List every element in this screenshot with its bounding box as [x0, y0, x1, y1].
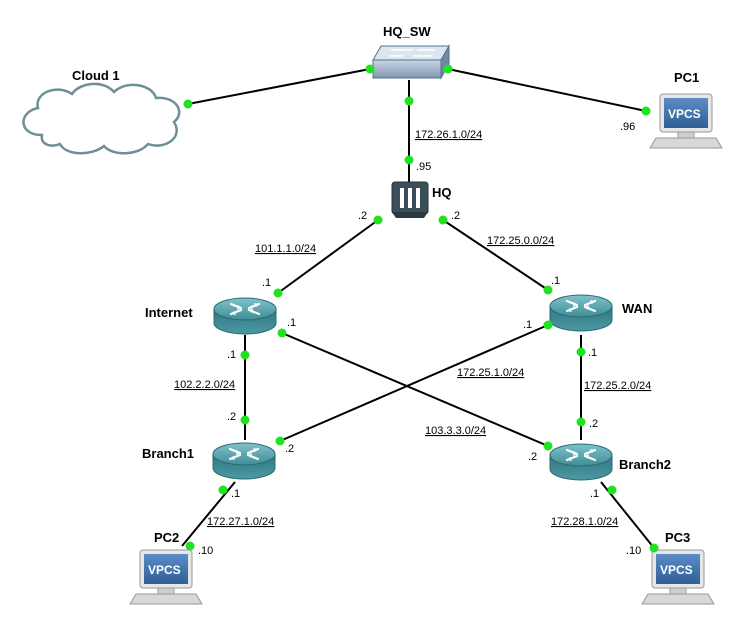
- port-dot: [543, 441, 553, 451]
- subnet-label: 172.25.2.0/24: [584, 380, 651, 392]
- router-icon[interactable]: [548, 442, 614, 482]
- branch1-label: Branch1: [142, 446, 194, 461]
- pc1-label: PC1: [674, 70, 699, 85]
- subnet-label: 103.3.3.0/24: [425, 425, 486, 437]
- port-dot: [185, 541, 195, 551]
- port-dot: [373, 215, 383, 225]
- subnet-label: 172.26.1.0/24: [415, 129, 482, 141]
- port-dot: [240, 415, 250, 425]
- port-dot: [183, 99, 193, 109]
- subnet-label: 172.28.1.0/24: [551, 516, 618, 528]
- ip-label: .1: [287, 317, 296, 329]
- link-internet-branch2: [281, 332, 549, 447]
- wan-label: WAN: [622, 301, 652, 316]
- subnet-label: 102.2.2.0/24: [174, 379, 235, 391]
- port-dot: [607, 485, 617, 495]
- ip-label: .2: [358, 210, 367, 222]
- port-dot: [240, 350, 250, 360]
- cloud1-label: Cloud 1: [72, 68, 120, 83]
- ip-label: .2: [451, 210, 460, 222]
- vpcs-label: VPCS: [148, 563, 181, 577]
- ip-label: .1: [523, 319, 532, 331]
- router-icon[interactable]: [212, 296, 278, 336]
- link-cloud1-hqsw: [187, 68, 371, 105]
- ip-label: .2: [227, 411, 236, 423]
- switch-icon[interactable]: [372, 44, 450, 80]
- port-dot: [275, 436, 285, 446]
- subnet-label: 172.25.1.0/24: [457, 367, 524, 379]
- pc2-label: PC2: [154, 530, 179, 545]
- ip-label: .1: [231, 488, 240, 500]
- ip-label: .2: [285, 443, 294, 455]
- internet-label: Internet: [145, 305, 193, 320]
- hq-label: HQ: [432, 185, 452, 200]
- link-hq-internet: [277, 219, 379, 294]
- ip-label: .10: [198, 545, 213, 557]
- vpcs-label: VPCS: [668, 107, 701, 121]
- subnet-label: 172.25.0.0/24: [487, 235, 554, 247]
- pc-icon[interactable]: VPCS: [641, 549, 715, 605]
- ports: [183, 64, 659, 553]
- link-hq-wan: [442, 219, 549, 291]
- ip-label: .1: [262, 277, 271, 289]
- ip-label: .2: [528, 451, 537, 463]
- ip-label: .2: [589, 418, 598, 430]
- ip-label: .1: [590, 488, 599, 500]
- ip-label: .1: [551, 275, 560, 287]
- ip-label: .10: [626, 545, 641, 557]
- port-dot: [404, 155, 414, 165]
- port-dot: [576, 417, 586, 427]
- port-dot: [404, 96, 414, 106]
- firewall-icon[interactable]: [391, 181, 429, 218]
- link-wan-branch1: [279, 324, 549, 442]
- ip-label: .95: [416, 161, 431, 173]
- port-dot: [218, 485, 228, 495]
- pc-icon[interactable]: VPCS: [649, 93, 723, 149]
- link-hqsw-pc1: [447, 68, 647, 112]
- vpcs-label: VPCS: [660, 563, 693, 577]
- port-dot: [576, 347, 586, 357]
- router-icon[interactable]: [548, 293, 614, 333]
- port-dot: [443, 64, 453, 74]
- port-dot: [641, 106, 651, 116]
- port-dot: [543, 285, 553, 295]
- port-dot: [543, 320, 553, 330]
- subnet-label: 101.1.1.0/24: [255, 243, 316, 255]
- port-dot: [649, 543, 659, 553]
- cloud-icon[interactable]: [22, 82, 181, 155]
- pc-icon[interactable]: VPCS: [129, 549, 203, 605]
- subnet-label: 172.27.1.0/24: [207, 516, 274, 528]
- router-icon[interactable]: [211, 441, 277, 481]
- port-dot: [365, 64, 375, 74]
- port-dot: [438, 215, 448, 225]
- hq-sw-label: HQ_SW: [383, 24, 431, 39]
- ip-label: .96: [620, 121, 635, 133]
- branch2-label: Branch2: [619, 457, 671, 472]
- pc3-label: PC3: [665, 530, 690, 545]
- port-dot: [277, 328, 287, 338]
- ip-label: .1: [588, 347, 597, 359]
- ip-label: .1: [227, 349, 236, 361]
- port-dot: [273, 288, 283, 298]
